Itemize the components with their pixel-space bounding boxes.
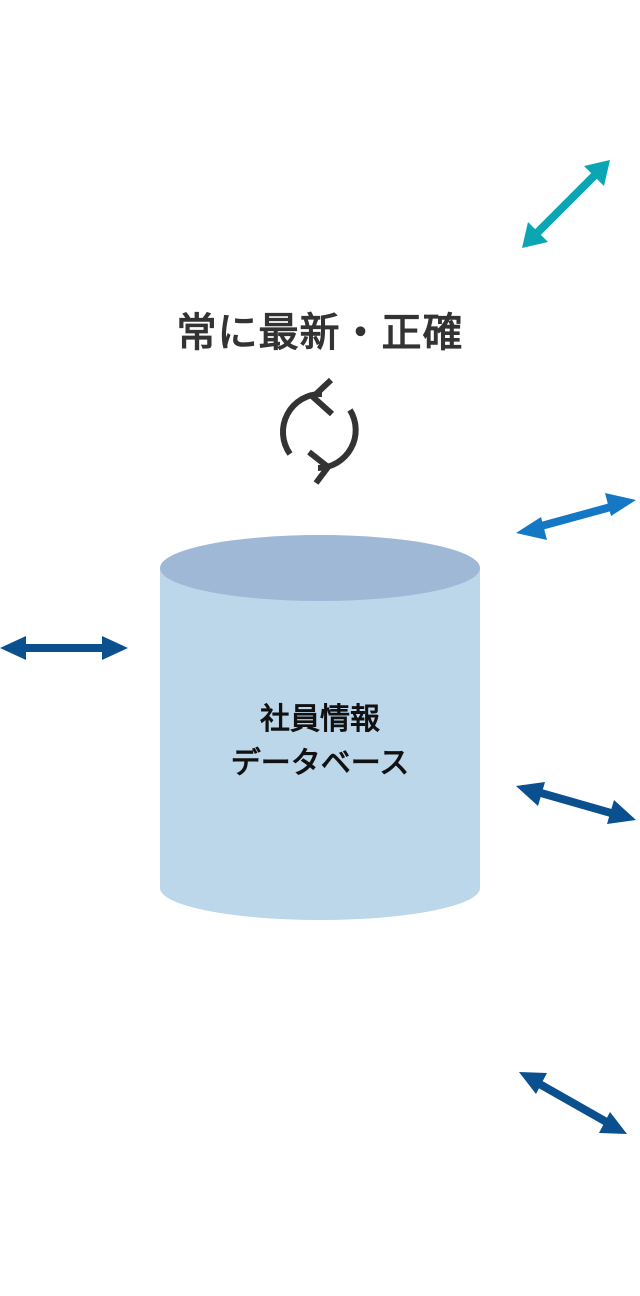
double-arrow-icon-left — [0, 636, 128, 660]
double-arrow-icon-upper-right — [516, 493, 636, 540]
headline-title: 常に最新・正確 — [176, 310, 464, 356]
cylinder-top — [160, 535, 480, 601]
cylinder-body — [160, 568, 480, 920]
double-arrow-icon-top-right — [522, 160, 610, 248]
database-label: 社員情報 データベース — [160, 698, 480, 786]
database-label-line1: 社員情報 — [260, 702, 380, 737]
sync-icon — [279, 377, 359, 485]
database-label-line2: データベース — [230, 746, 410, 781]
double-arrow-icon-middle-right — [516, 782, 636, 824]
database-cylinder — [160, 535, 480, 920]
double-arrow-icon-bottom-right — [519, 1072, 627, 1134]
